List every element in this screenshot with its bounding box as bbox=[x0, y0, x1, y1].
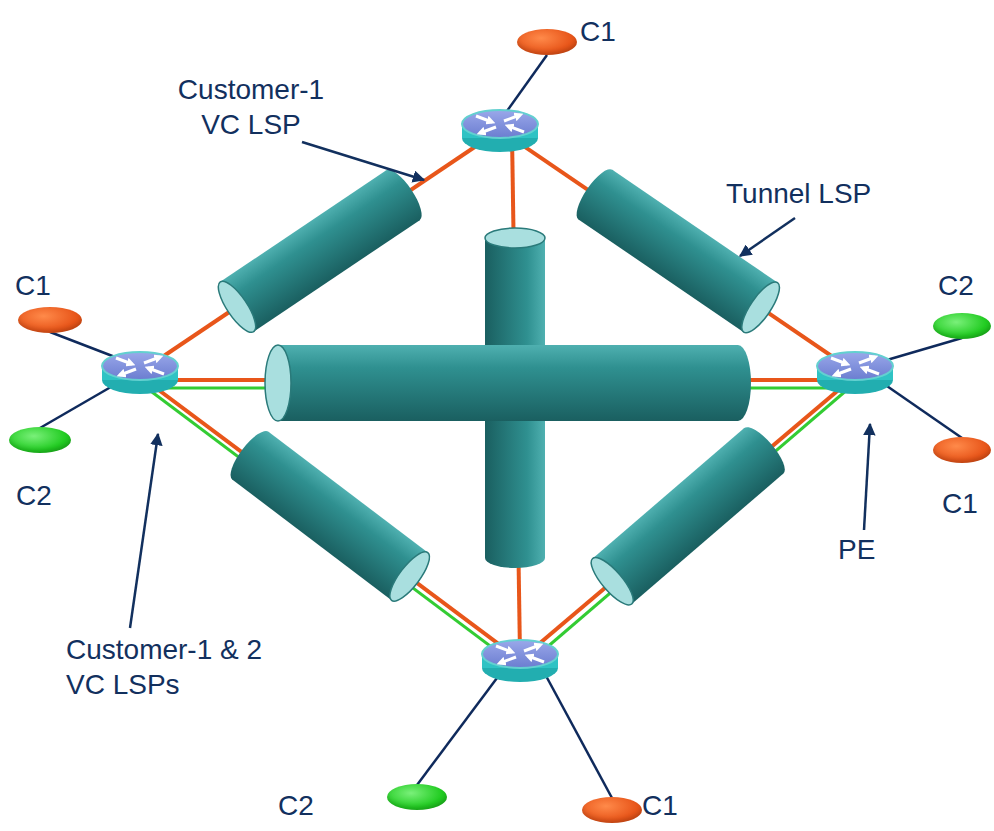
customer-site: C1 bbox=[18, 307, 82, 333]
site-label: C1 bbox=[942, 486, 978, 521]
tunnel-lsp bbox=[212, 165, 428, 338]
customer-site: C2 bbox=[9, 427, 71, 453]
access-links bbox=[40, 55, 962, 798]
pe-router bbox=[462, 110, 538, 152]
callout-label: PE bbox=[838, 532, 875, 567]
customer-site: C1 bbox=[933, 437, 991, 463]
site-label: C2 bbox=[278, 788, 314, 823]
customer-site: C1 bbox=[517, 29, 577, 55]
callout-label: Customer-1 & 2 VC LSPs bbox=[66, 632, 291, 702]
pe-router bbox=[482, 640, 558, 682]
callout-label: Tunnel LSP bbox=[726, 176, 871, 211]
customer-site: C2 bbox=[933, 313, 991, 339]
leader-lines bbox=[130, 142, 870, 628]
tunnel-lsp bbox=[224, 426, 436, 607]
site-label: C1 bbox=[642, 788, 678, 823]
customer1-vc-lsps bbox=[140, 130, 855, 660]
pe-router bbox=[817, 352, 893, 394]
customer-site: C2 bbox=[387, 784, 447, 810]
site-label: C2 bbox=[16, 478, 52, 513]
tunnel-lsp bbox=[585, 422, 791, 611]
site-label: C1 bbox=[15, 268, 51, 303]
customer-site: C1 bbox=[582, 797, 642, 823]
site-label: C1 bbox=[580, 14, 616, 49]
site-label: C2 bbox=[938, 268, 974, 303]
tunnel-lsp bbox=[265, 345, 751, 421]
pe-router bbox=[102, 352, 178, 394]
callout-label: Customer-1 VC LSP bbox=[158, 72, 344, 142]
